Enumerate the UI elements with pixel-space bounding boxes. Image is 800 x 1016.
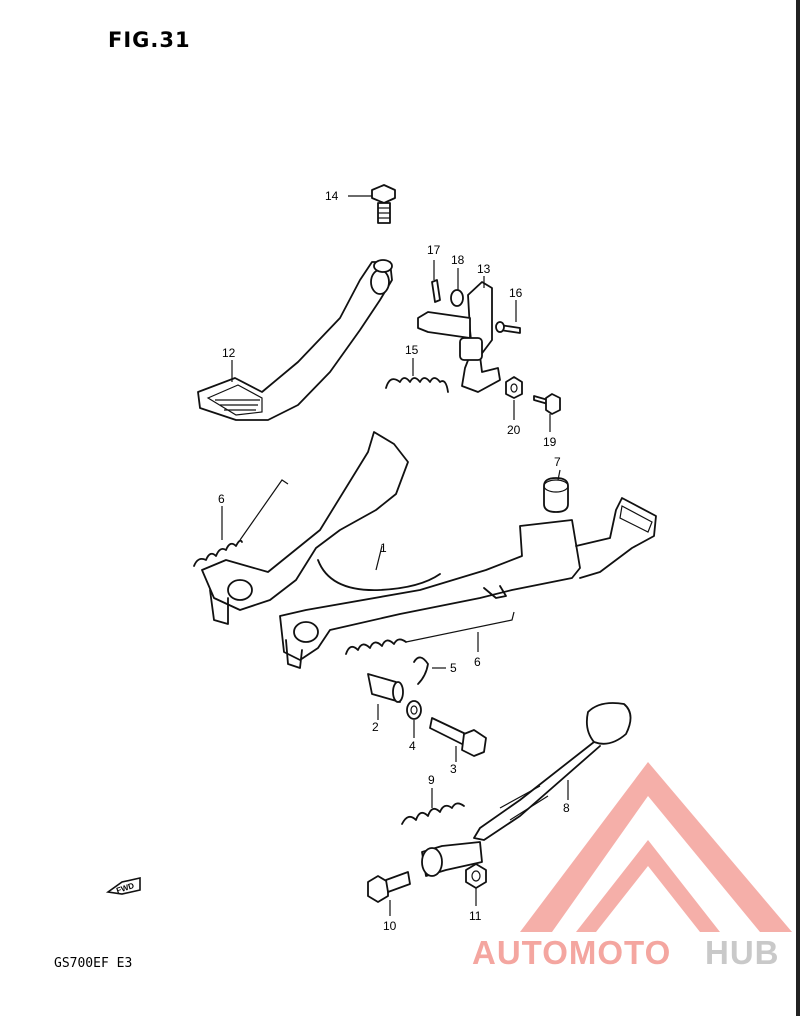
collar-2 xyxy=(367,673,404,703)
spring-6a xyxy=(193,479,289,567)
callout-13: 13 xyxy=(477,262,491,276)
bolt-10 xyxy=(367,871,411,903)
center-stand-1 xyxy=(201,431,657,669)
callout-8: 8 xyxy=(563,801,570,815)
clip-5 xyxy=(413,656,429,685)
callout-19: 19 xyxy=(543,435,557,449)
watermark-text-hub: HUB xyxy=(705,934,780,971)
pedal-shaft-13 xyxy=(417,279,521,393)
spring-6b xyxy=(345,611,515,655)
callout-7: 7 xyxy=(554,455,561,469)
model-code: GS700EF E3 xyxy=(54,956,133,971)
nut-20 xyxy=(505,376,523,399)
spring-15 xyxy=(385,377,449,393)
cap-7 xyxy=(543,477,569,513)
spring-9 xyxy=(401,802,465,825)
washer-4 xyxy=(406,700,422,720)
callout-20: 20 xyxy=(507,423,521,437)
watermark-text-auto: AUTOMOTO xyxy=(472,934,671,971)
page-border xyxy=(796,0,800,1016)
callout-12: 12 xyxy=(222,346,236,360)
callout-3: 3 xyxy=(450,762,457,776)
side-stand-8 xyxy=(421,702,632,877)
callout-labels: 14 12 17 18 13 16 15 20 19 7 6 1 5 6 2 4… xyxy=(218,189,570,933)
watermark-logo: AUTOMOTO HUB xyxy=(472,762,792,971)
callout-4: 4 xyxy=(409,739,416,753)
bolt-19 xyxy=(533,393,561,415)
callout-9: 9 xyxy=(428,773,435,787)
callout-6b: 6 xyxy=(474,655,481,669)
bolt-3 xyxy=(429,717,487,757)
callout-15: 15 xyxy=(405,343,419,357)
callout-6a: 6 xyxy=(218,492,225,506)
callout-2: 2 xyxy=(372,720,379,734)
callout-14: 14 xyxy=(325,189,339,203)
callout-17: 17 xyxy=(427,243,441,257)
bolt-14 xyxy=(371,184,396,224)
leader-lines xyxy=(221,195,569,916)
callout-11: 11 xyxy=(469,909,482,923)
callout-5: 5 xyxy=(450,661,457,675)
callout-16: 16 xyxy=(509,286,523,300)
nut-11 xyxy=(465,863,487,889)
fwd-arrow-icon: FWD xyxy=(105,877,141,895)
brake-pedal-12 xyxy=(197,259,393,421)
callout-18: 18 xyxy=(451,253,465,267)
callout-10: 10 xyxy=(383,919,397,933)
figure-title: FIG.31 xyxy=(108,28,191,52)
callout-1: 1 xyxy=(380,541,387,555)
